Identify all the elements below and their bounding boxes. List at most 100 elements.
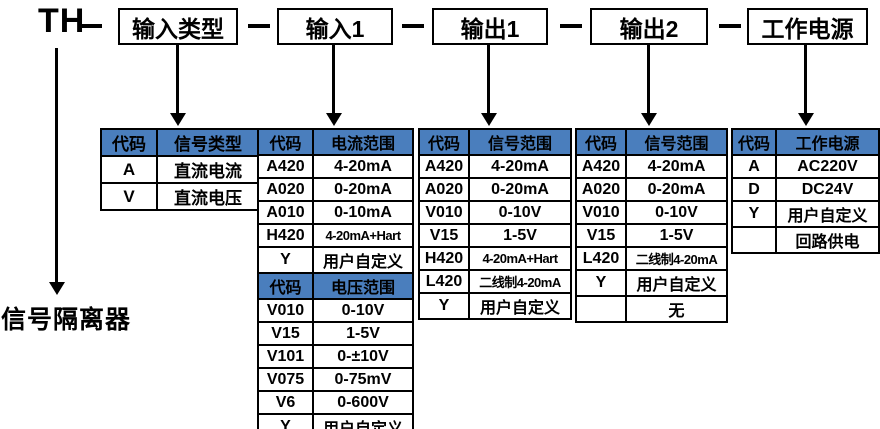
value-cell: 1-5V: [625, 223, 728, 248]
code-cell: V010: [575, 200, 627, 225]
down-arrow-power: [804, 45, 807, 113]
value-cell: 二线制4-20mA: [468, 269, 572, 294]
code-cell: V15: [418, 223, 470, 248]
code-cell: V6: [257, 390, 314, 415]
code-cell: 代码: [418, 128, 470, 156]
value-cell: 4-20mA: [468, 154, 572, 179]
model-description: 信号隔离器: [1, 306, 132, 334]
code-cell: V: [100, 182, 158, 211]
code-cell: D: [731, 177, 777, 202]
value-cell: 0-20mA: [468, 177, 572, 202]
code-cell: A020: [418, 177, 470, 202]
code-cell: 代码: [257, 128, 314, 156]
code-cell: A020: [575, 177, 627, 202]
connector-dash: [402, 24, 424, 28]
code-cell: L420: [575, 246, 627, 271]
value-cell: 0-10mA: [312, 200, 414, 225]
code-cell: Y: [575, 269, 627, 297]
box-output-2: 输出2: [590, 8, 708, 45]
value-cell: 用户自定义: [775, 200, 880, 228]
value-cell: 用户自定义: [312, 246, 414, 274]
code-cell: Y: [731, 200, 777, 228]
value-cell: 回路供电: [775, 226, 880, 254]
value-cell: 1-5V: [312, 321, 414, 346]
code-cell: A010: [257, 200, 314, 225]
code-cell: A020: [257, 177, 314, 202]
value-cell: 工作电源: [775, 128, 880, 156]
code-cell: 代码: [575, 128, 627, 156]
code-cell: [575, 295, 627, 323]
code-cell: 代码: [257, 272, 314, 300]
value-cell: 信号范围: [468, 128, 572, 156]
code-cell: L420: [418, 269, 470, 294]
value-cell: 0-20mA: [625, 177, 728, 202]
value-cell: 二线制4-20mA: [625, 246, 728, 271]
box-output-1: 输出1: [432, 8, 548, 45]
code-cell: Y: [257, 413, 314, 429]
connector-dash: [80, 24, 102, 28]
table-header-row: 代码电压范围: [257, 272, 414, 300]
code-cell: Y: [418, 292, 470, 320]
value-cell: 4-20mA: [625, 154, 728, 179]
value-cell: 0-10V: [312, 298, 414, 323]
value-cell: 1-5V: [468, 223, 572, 248]
value-cell: 用户自定义: [625, 269, 728, 297]
value-cell: 0-±10V: [312, 344, 414, 369]
value-cell: 电压范围: [312, 272, 414, 300]
connector-dash: [560, 24, 582, 28]
code-cell: 代码: [100, 128, 158, 157]
down-arrow-input-1: [332, 45, 335, 113]
value-cell: 直流电流: [156, 155, 260, 184]
value-cell: AC220V: [775, 154, 880, 179]
code-cell: V15: [257, 321, 314, 346]
table-header-row: 代码信号类型: [100, 128, 260, 157]
value-cell: 用户自定义: [468, 292, 572, 320]
table-header-row: 代码工作电源: [731, 128, 880, 156]
value-cell: 4-20mA: [312, 154, 414, 179]
table-header-row: 代码电流范围: [257, 128, 414, 156]
value-cell: 0-20mA: [312, 177, 414, 202]
value-cell: 4-20mA+Hart: [468, 246, 572, 271]
connector-dash: [719, 24, 741, 28]
value-cell: 0-10V: [468, 200, 572, 225]
code-cell: H420: [257, 223, 314, 248]
code-cell: A: [731, 154, 777, 179]
value-cell: 0-600V: [312, 390, 414, 415]
code-cell: V15: [575, 223, 627, 248]
code-cell: Y: [257, 246, 314, 274]
box-input-type: 输入类型: [118, 8, 238, 45]
code-cell: V075: [257, 367, 314, 392]
code-cell: A420: [575, 154, 627, 179]
value-cell: 直流电压: [156, 182, 260, 211]
code-cell: V010: [257, 298, 314, 323]
down-arrow-input-type: [176, 45, 179, 113]
code-cell: V101: [257, 344, 314, 369]
code-cell: [731, 226, 777, 254]
down-arrow-output-1: [487, 45, 490, 113]
code-cell: H420: [418, 246, 470, 271]
